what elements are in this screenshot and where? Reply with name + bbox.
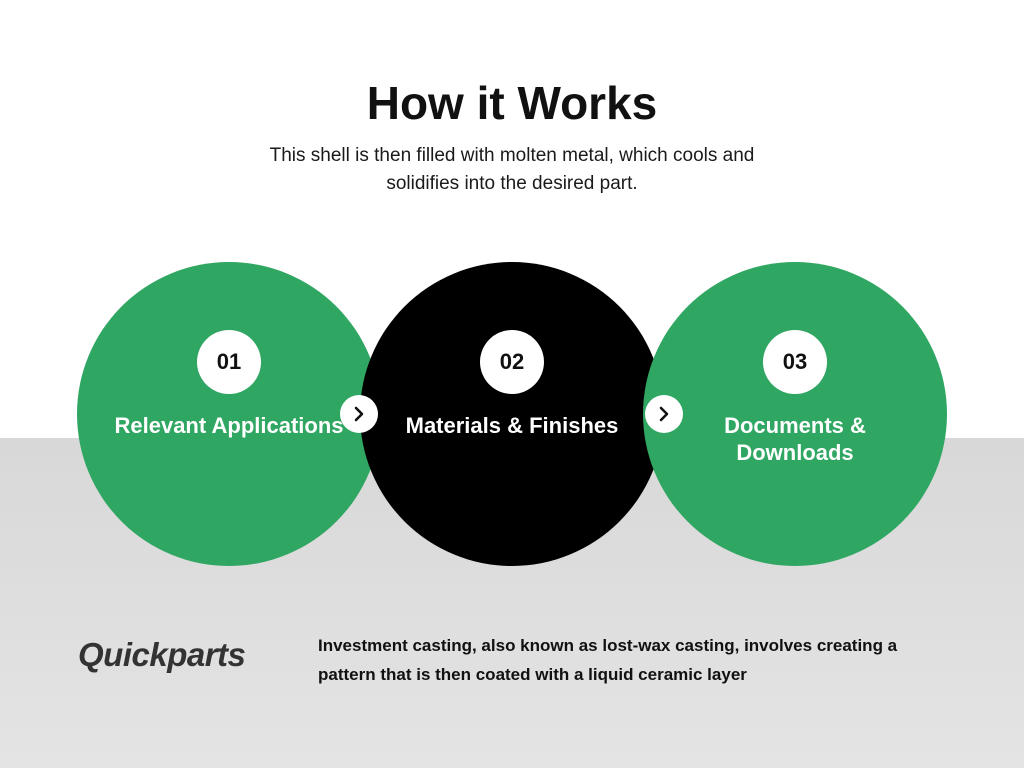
step-circle-2[interactable]: 02 Materials & Finishes	[360, 262, 664, 566]
footer-description: Investment casting, also known as lost-w…	[318, 636, 898, 684]
quickparts-logo: Quickparts	[78, 636, 246, 673]
step-label: Materials & Finishes	[405, 413, 619, 438]
step-label: Documents & Downloads	[724, 413, 866, 465]
step-circle-3[interactable]: 03 Documents & Downloads	[643, 262, 947, 566]
page-title: How it Works	[366, 77, 658, 129]
chevron-right-icon-glyph	[354, 406, 364, 422]
step-label: Relevant Applications	[114, 413, 344, 438]
step-number-badge: 03	[763, 330, 827, 394]
page-subtitle: This shell is then filled with molten me…	[269, 145, 755, 194]
chevron-right-icon[interactable]	[645, 395, 683, 433]
chevron-right-icon[interactable]	[340, 395, 378, 433]
chevron-right-icon-glyph	[659, 406, 669, 422]
step-number-badge: 02	[480, 330, 544, 394]
step-number-badge: 01	[197, 330, 261, 394]
step-circle-1[interactable]: 01 Relevant Applications	[77, 262, 381, 566]
